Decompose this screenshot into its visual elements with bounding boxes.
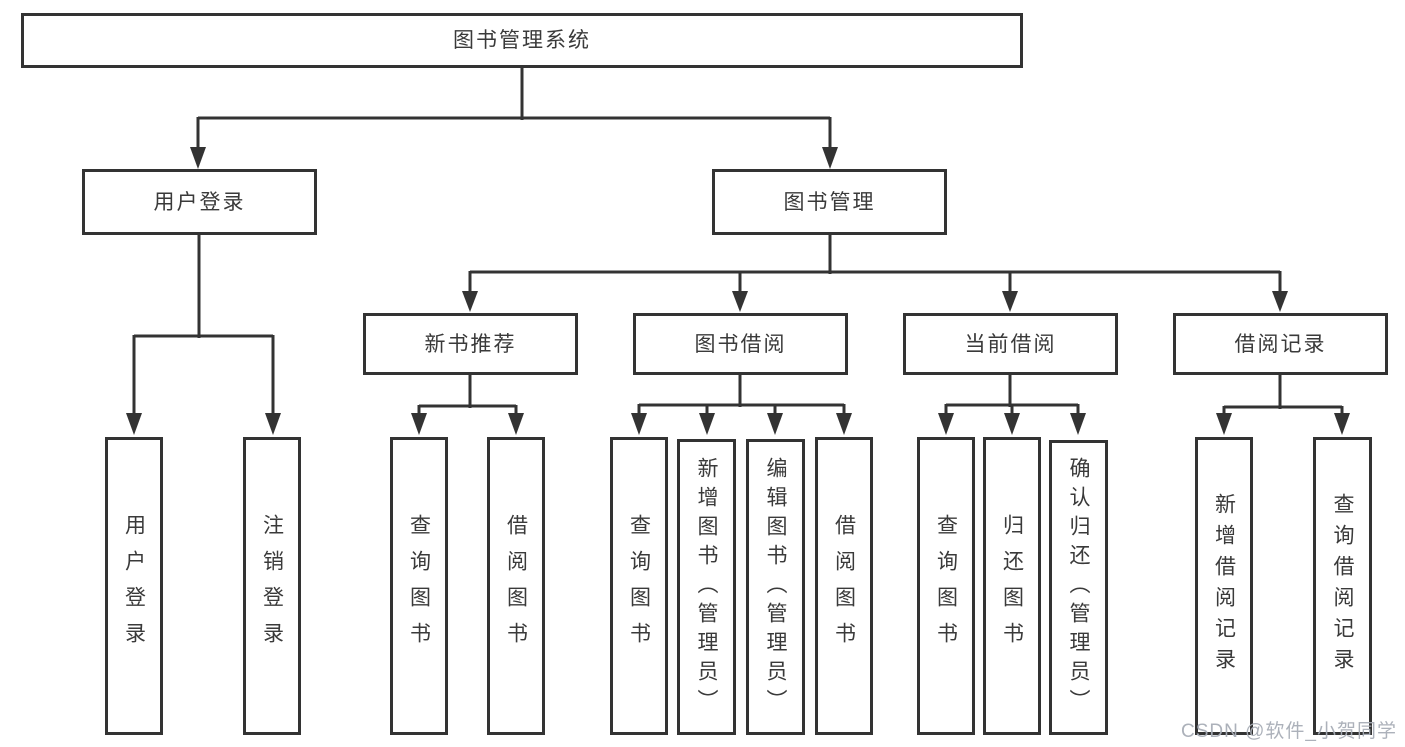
leaf-return-books: 归还图书 — [983, 437, 1041, 735]
leaf-label: 查询图书 — [627, 514, 651, 658]
node-label: 图书借阅 — [694, 332, 787, 356]
leaf-label: 用户登录 — [122, 514, 146, 658]
csdn-watermark: CSDN @软件_小贺同学 — [1181, 721, 1397, 742]
arrowhead-icons — [126, 147, 1350, 435]
node-current-borrowing: 当前借阅 — [903, 313, 1118, 375]
node-borrowing-records: 借阅记录 — [1173, 313, 1388, 375]
leaf-confirm-return-admin: 确认归还（管理员） — [1049, 440, 1108, 735]
leaf-label: 编辑图书（管理员） — [764, 456, 787, 718]
leaf-user-login: 用户登录 — [105, 437, 163, 735]
leaf-query-borrow-record: 查询借阅记录 — [1313, 437, 1372, 735]
leaf-label: 归还图书 — [1000, 514, 1024, 658]
leaf-label: 注销登录 — [260, 514, 284, 658]
leaf-label: 借阅图书 — [832, 514, 856, 658]
leaf-add-borrow-record: 新增借阅记录 — [1195, 437, 1253, 735]
node-label: 当前借阅 — [964, 332, 1057, 356]
leaf-label: 新增图书（管理员） — [695, 456, 718, 718]
leaf-label: 新增借阅记录 — [1212, 493, 1236, 679]
node-user-login: 用户登录 — [82, 169, 317, 235]
node-label: 图书管理 — [783, 190, 876, 214]
leaf-query-books-recommend: 查询图书 — [390, 437, 448, 735]
connector-lines — [132, 68, 1344, 416]
node-label: 用户登录 — [153, 190, 246, 214]
node-new-book-recommendation: 新书推荐 — [363, 313, 578, 375]
leaf-query-books-current: 查询图书 — [917, 437, 975, 735]
leaf-query-books-borrow: 查询图书 — [610, 437, 668, 735]
leaf-borrow-books-borrow: 借阅图书 — [815, 437, 873, 735]
node-label: 借阅记录 — [1234, 332, 1327, 356]
leaf-add-books-admin: 新增图书（管理员） — [677, 439, 736, 735]
leaf-edit-books-admin: 编辑图书（管理员） — [746, 439, 805, 735]
node-library-management-system: 图书管理系统 — [21, 13, 1023, 68]
leaf-label: 查询图书 — [407, 514, 431, 658]
leaf-logout-login: 注销登录 — [243, 437, 301, 735]
leaf-label: 确认归还（管理员） — [1067, 457, 1090, 718]
leaf-label: 查询借阅记录 — [1331, 493, 1354, 679]
leaf-label: 借阅图书 — [504, 514, 528, 658]
node-label: 图书管理系统 — [453, 29, 591, 52]
leaf-label: 查询图书 — [934, 514, 958, 658]
node-book-borrowing: 图书借阅 — [633, 313, 848, 375]
node-label: 新书推荐 — [424, 332, 517, 356]
leaf-borrow-books-recommend: 借阅图书 — [487, 437, 545, 735]
node-book-management: 图书管理 — [712, 169, 947, 235]
